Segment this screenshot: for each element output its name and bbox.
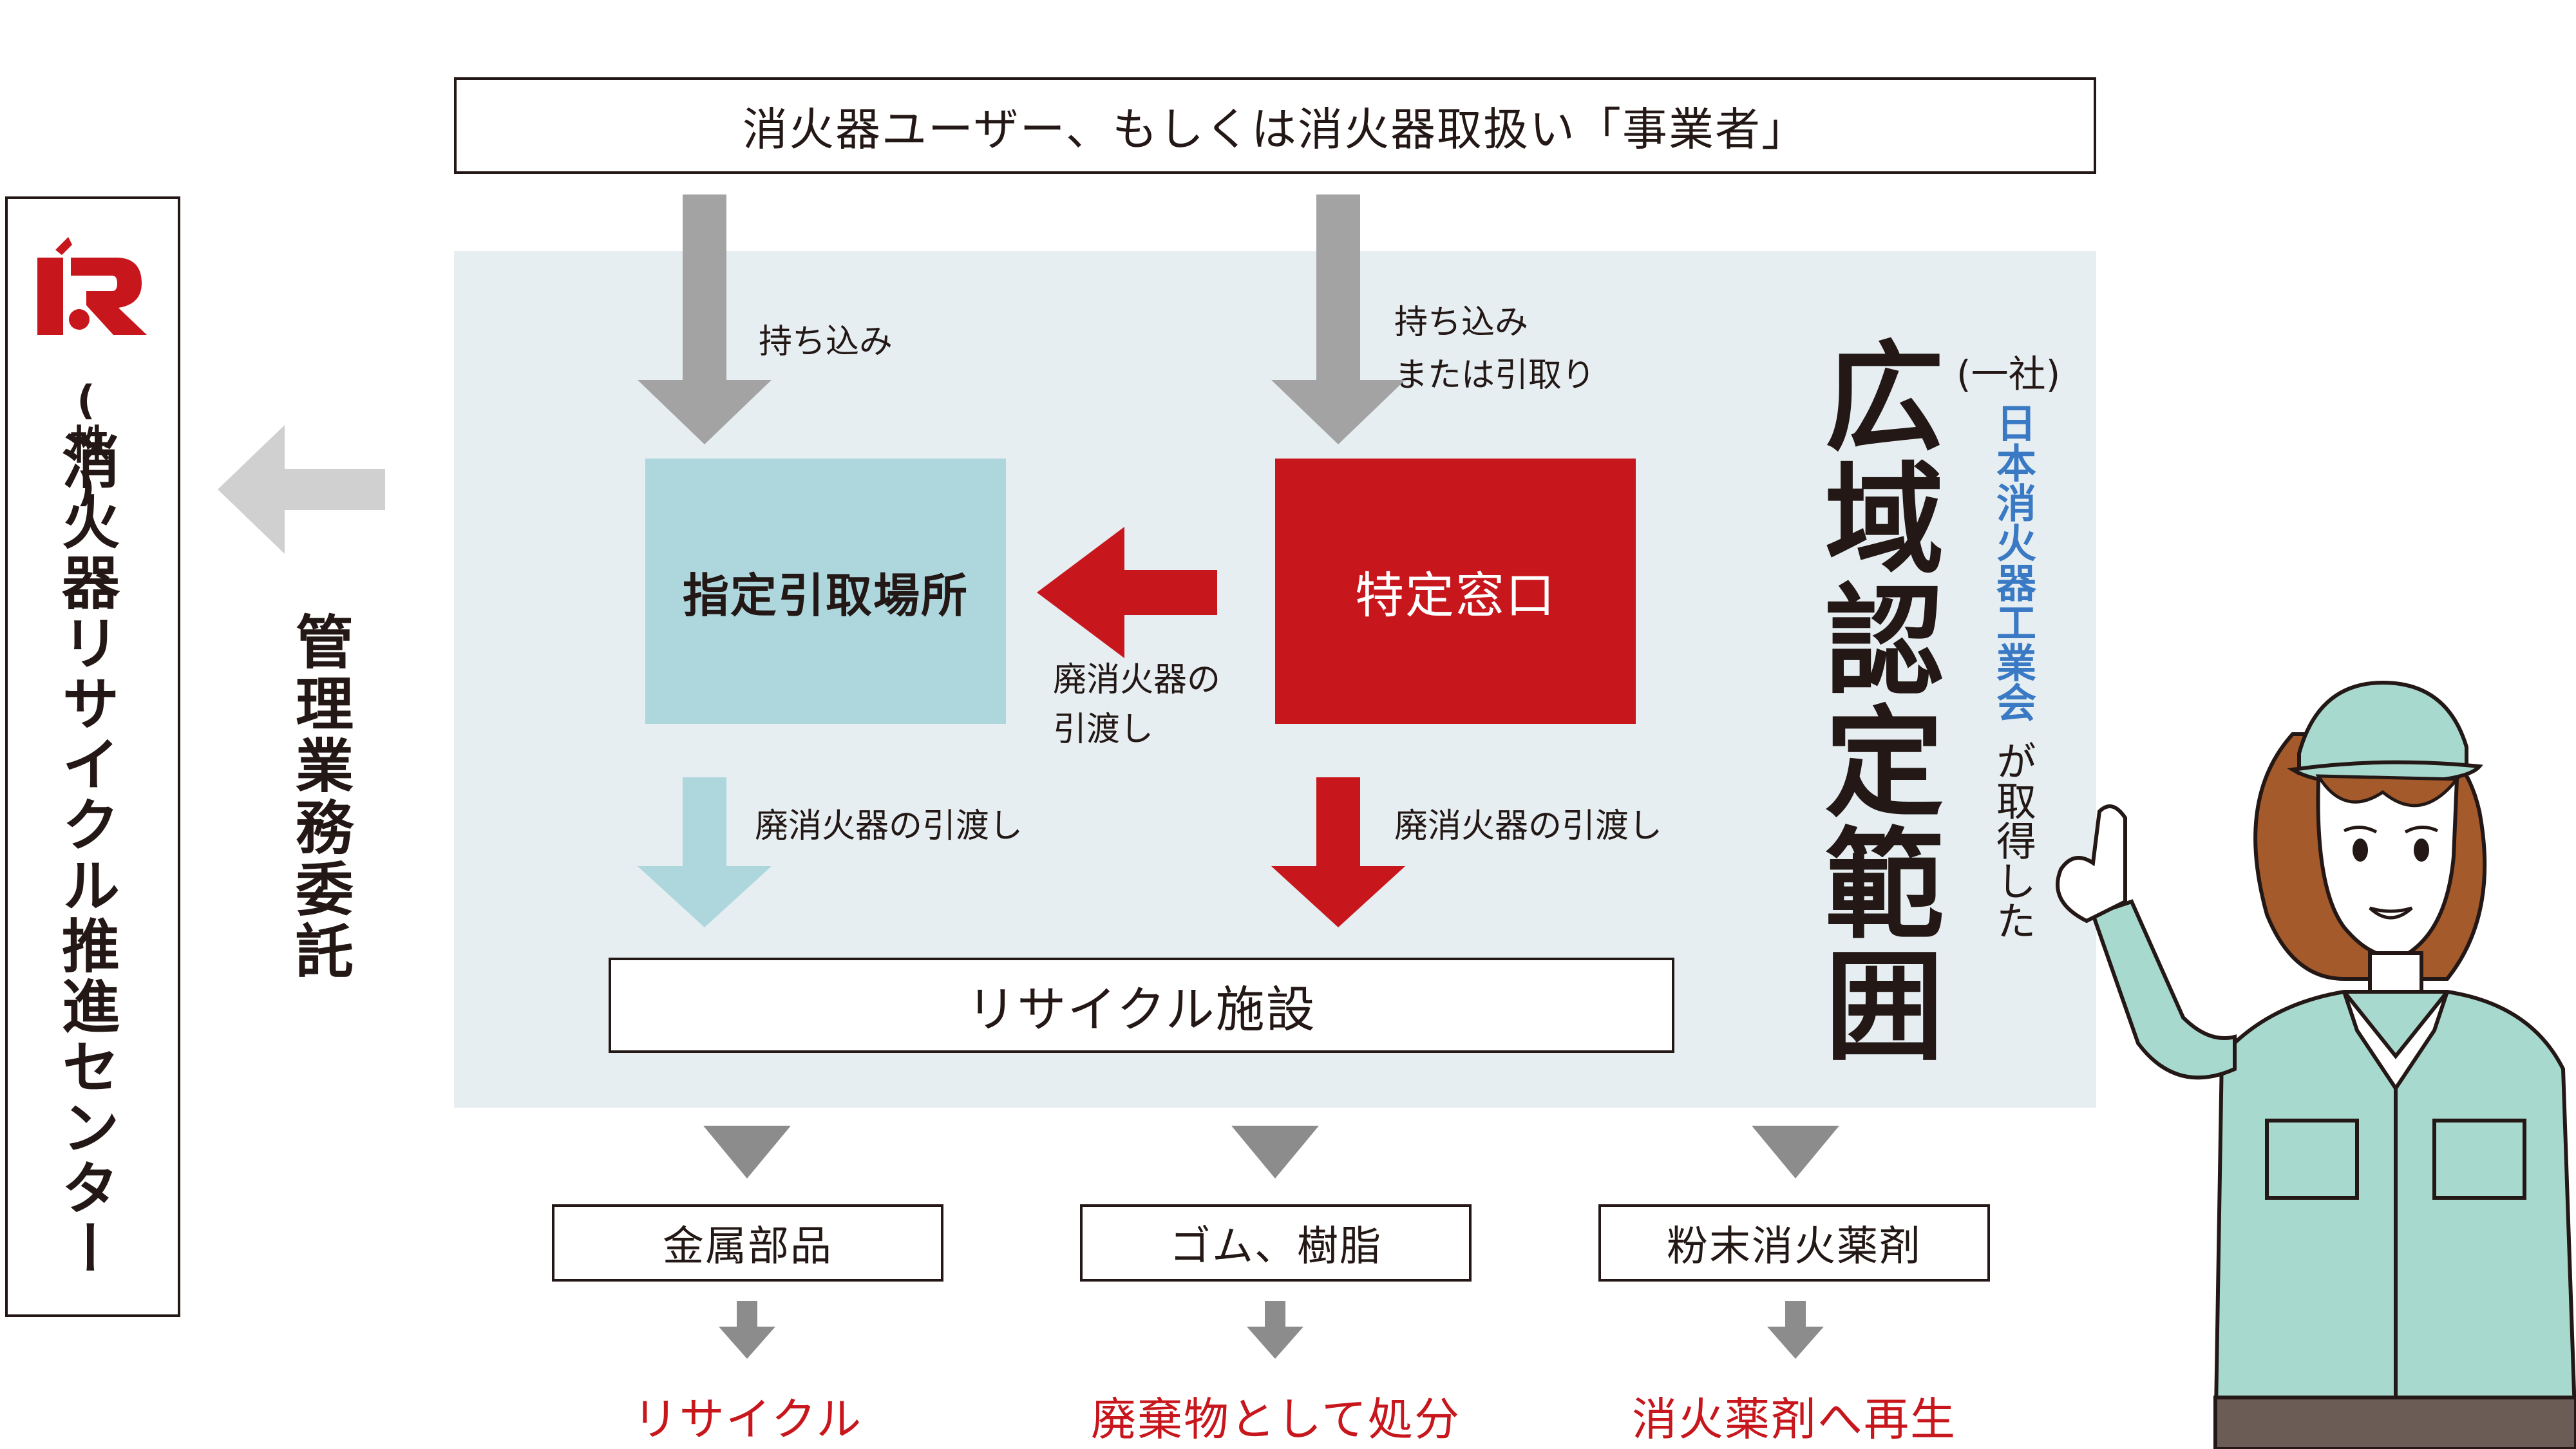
specific-window-box: 特定窓口 [1275,459,1636,724]
scope-prefix: (一社) [1956,352,2061,396]
output-material-box: 粉末消火薬剤 [1598,1204,1990,1282]
right-arrow-label-2: または引取り [1394,356,1596,395]
scope-title: 広域認定範囲 [1804,335,1944,1065]
gray-triangle [1231,1126,1319,1179]
gray-down-arrow [1271,194,1405,444]
outsourcing-label: 管理業務委託 [285,612,353,983]
right-down-label: 廃消火器の引渡し [1394,807,1663,846]
recycle-facility-label: リサイクル施設 [967,981,1316,1038]
handover-label-2: 引渡し [1053,710,1154,749]
center-name-prefix: (株) [62,377,109,511]
scope-suffix: が取得した [1989,741,2036,940]
output-result: 廃棄物として処分 [1091,1393,1461,1446]
output-material-label: 金属部品 [663,1223,833,1271]
output-material-label: 粉末消火薬剤 [1667,1223,1922,1271]
recycle-facility-box: リサイクル施設 [609,958,1674,1053]
center-name: 消火器リサイクル推進センター [52,431,119,1279]
small-down-arrow [1767,1301,1824,1359]
gray-left-arrow [218,425,385,554]
red-left-arrow [1037,527,1217,658]
output-material-label: ゴム、樹脂 [1170,1223,1382,1271]
scope-org: 日本消火器工業会 [1989,402,2036,722]
output-result: 消火薬剤へ再生 [1632,1393,1956,1446]
small-down-arrow [719,1301,775,1359]
designated-pickup-box: 指定引取場所 [645,459,1006,724]
output-result: リサイクル [632,1393,863,1446]
blue-down-arrow [638,777,772,927]
gray-triangle [703,1126,791,1179]
red-down-arrow [1271,777,1405,927]
gray-triangle [1752,1126,1839,1179]
user-box-label: 消火器ユーザー、もしくは消火器取扱い「事業者」 [743,102,1808,156]
right-arrow-label-1: 持ち込み [1394,303,1529,342]
user-box: 消火器ユーザー、もしくは消火器取扱い「事業者」 [454,77,2096,174]
left-down-label: 廃消火器の引渡し [755,807,1023,846]
left-arrow-label: 持ち込み [759,323,893,361]
small-down-arrow [1247,1301,1303,1359]
specific-window-label: 特定窓口 [1355,567,1556,624]
center-box [5,196,180,1317]
designated-pickup-label: 指定引取場所 [682,568,969,623]
output-material-box: 金属部品 [552,1204,943,1282]
handover-label-1: 廃消火器の [1053,661,1221,699]
center-logo [37,237,147,335]
worker-illustration [2056,680,2576,1449]
gray-down-arrow [638,194,772,444]
output-material-box: ゴム、樹脂 [1080,1204,1472,1282]
